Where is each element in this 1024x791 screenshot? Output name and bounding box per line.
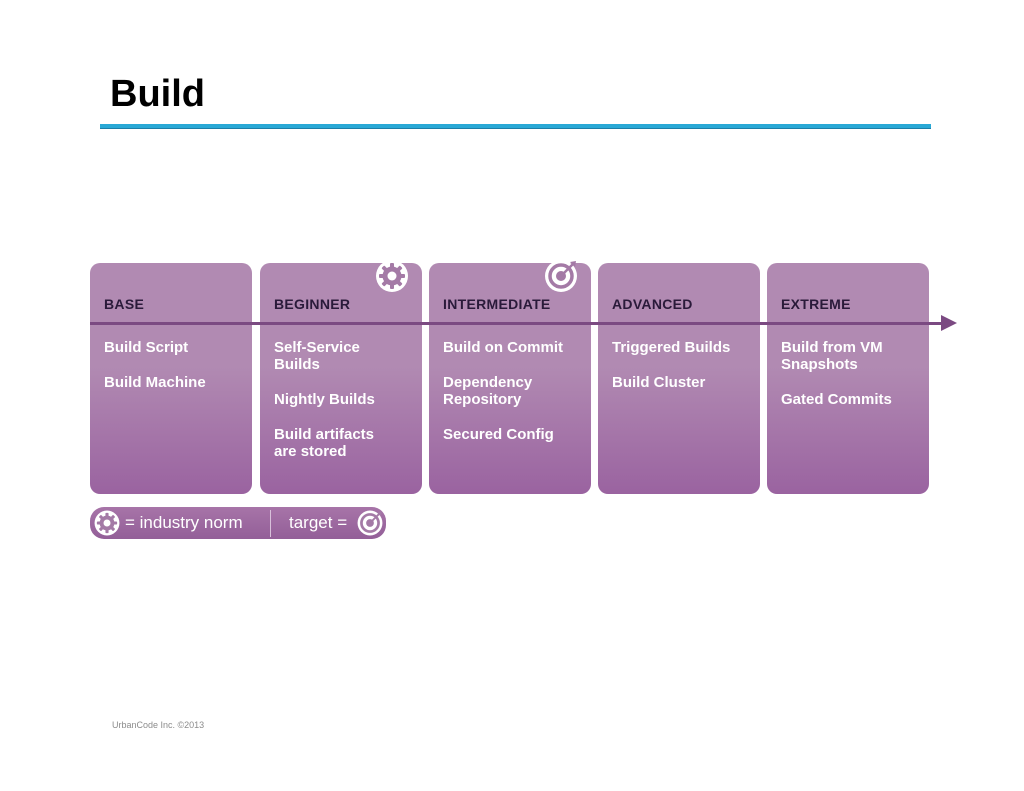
stage-label: BASE xyxy=(104,296,145,312)
stage-item: Self-Service Builds xyxy=(274,339,360,373)
stage-item: Build Script xyxy=(104,339,189,356)
stage-item: Nightly Builds xyxy=(274,391,375,408)
timeline-arrow-line xyxy=(90,322,942,325)
stage-item: Build from VM Snapshots xyxy=(781,339,883,373)
stage-item: Build Machine xyxy=(104,374,206,391)
stage-label: ADVANCED xyxy=(612,296,693,312)
page-title: Build xyxy=(110,73,205,115)
stage-intermediate: INTERMEDIATE Build on Commit Dependency … xyxy=(429,263,591,494)
stage-item: Secured Config xyxy=(443,426,554,443)
stage-item: Build on Commit xyxy=(443,339,563,356)
stage-label: BEGINNER xyxy=(274,296,351,312)
gear-icon xyxy=(94,510,120,536)
stage-item: Build artifacts are stored xyxy=(274,426,375,460)
legend-industry-norm-label: = industry norm xyxy=(125,513,243,532)
footer-copyright: UrbanCode Inc. ©2013 xyxy=(112,720,205,730)
stage-base: BASE Build Script Build Machine xyxy=(90,263,252,494)
stage-item: Gated Commits xyxy=(781,391,892,408)
stage-extreme: EXTREME Build from VM Snapshots Gated Co… xyxy=(767,263,929,494)
stage-item: Build Cluster xyxy=(612,374,706,391)
stage-label: INTERMEDIATE xyxy=(443,296,551,312)
stage-label: EXTREME xyxy=(781,296,851,312)
stage-advanced: ADVANCED Triggered Builds Build Cluster xyxy=(598,263,760,494)
gear-icon xyxy=(376,260,408,292)
target-icon xyxy=(545,260,577,292)
stage-item: Dependency Repository xyxy=(443,374,533,408)
timeline-arrow-head xyxy=(941,315,957,331)
stage-item: Triggered Builds xyxy=(612,339,731,356)
legend-target-label: target = xyxy=(289,513,348,532)
title-underline xyxy=(100,124,931,128)
legend: = industry norm target = xyxy=(90,507,386,539)
target-icon xyxy=(357,510,383,536)
stage-beginner: BEGINNER Self-Service Builds Nightly Bui… xyxy=(260,263,422,494)
legend-divider xyxy=(270,510,271,537)
